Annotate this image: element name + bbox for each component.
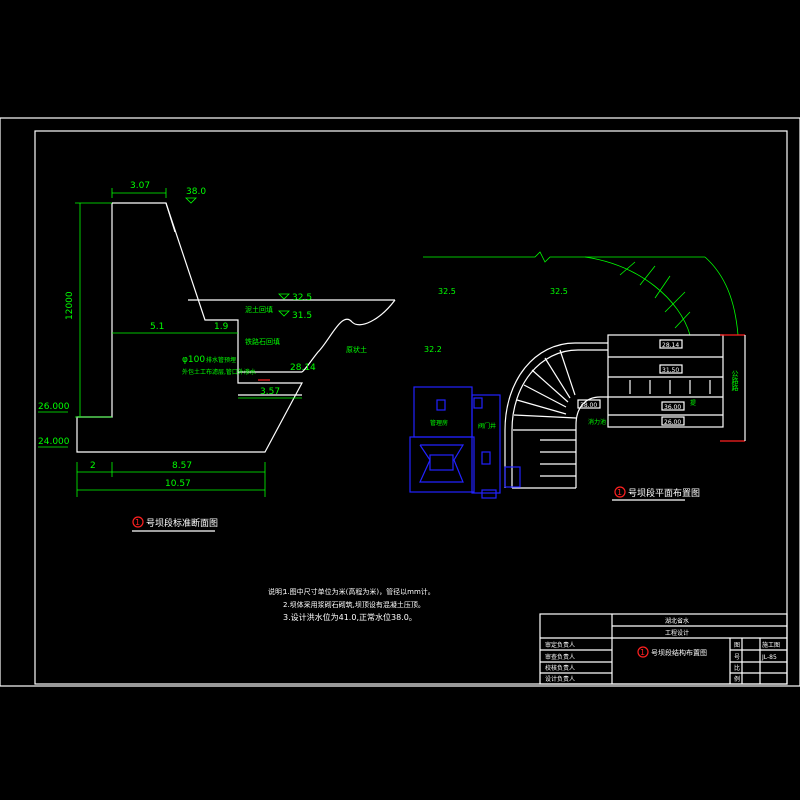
elev-upper: 32.5	[292, 293, 312, 303]
elev-left-lower: 24.000	[38, 437, 70, 447]
plan-elev-box2: 31.50	[662, 367, 679, 374]
tb-right-label-3: 例	[734, 675, 740, 683]
inner-frame	[34, 130, 788, 685]
natural-ground	[301, 299, 396, 373]
dim-top-width: 3.07	[130, 181, 150, 191]
plan-elev-1: 32.5	[438, 287, 456, 296]
tb-row2: 工程设计	[665, 629, 689, 637]
dim-height: 12000	[65, 291, 75, 320]
dim-base-total: 10.57	[165, 479, 191, 489]
note-2: 2.坝体采用浆砌石砌筑,坝顶设有混凝土压顶。	[283, 600, 425, 609]
channel-inner	[575, 396, 608, 488]
tb-right-label-1: 号	[734, 654, 740, 661]
title-block: 湖北省水 工程设计 审定负责人 审查负责人 校核负责人 设计负责人 1 号坝段结…	[539, 613, 788, 685]
plan-label-tower: 提	[690, 399, 696, 407]
tb-right-value-0: 施工图	[762, 641, 780, 649]
tb-row1: 湖北省水	[665, 617, 689, 625]
tb-left-1: 审查负责人	[545, 653, 575, 661]
plan-elev-3: 32.2	[424, 345, 442, 354]
dim-berm: 5.1	[150, 322, 164, 332]
dam-outline	[76, 202, 304, 453]
elev-mid: 31.5	[292, 311, 312, 321]
elev-crest: 38.0	[186, 187, 206, 197]
pump-house	[409, 436, 475, 493]
elev-pipe: 28.14	[290, 363, 316, 373]
elev-left-upper: 26.000	[38, 402, 70, 412]
plan-elev-2: 32.5	[550, 287, 568, 296]
house-plan	[413, 386, 473, 438]
note-3: 3.设计洪水位为41.0,正常水位38.0。	[283, 612, 417, 622]
plan-label-basin: 消力池	[588, 418, 606, 426]
tb-right-label-2: 比	[734, 664, 740, 672]
label-pipe: φ100	[182, 355, 205, 365]
tb-right-value-1: JL-85	[761, 654, 777, 661]
plan-elev-box4: 26.00	[664, 419, 681, 426]
plan-elev-box3: 38.00	[580, 402, 597, 409]
dam-plan	[607, 334, 724, 428]
section-title-num: 1	[135, 518, 140, 527]
plan-view: 28.14 31.50 36.00 26.00 38.00 提 消力池 公路路 …	[409, 251, 746, 501]
plan-label-road: 公路路	[731, 370, 739, 392]
notes: 说明： 1.图中尺寸单位为米(高程为米)，管径以mm计。 2.坝体采用浆砌石砌筑…	[268, 587, 435, 622]
plan-label-valve: 阀门井	[478, 422, 496, 430]
dam-section: 3.07 12000 5.1 1.9 3.57 2 8.57 10.57 38.…	[38, 181, 396, 532]
outer-frame	[0, 117, 800, 687]
label-fill: 泥土回填	[245, 305, 273, 314]
plan-label-house: 管理房	[430, 419, 448, 427]
notes-heading: 说明：	[268, 587, 289, 596]
slope-curve	[584, 256, 691, 336]
plan-title-num: 1	[617, 488, 622, 497]
tb-left-3: 设计负责人	[545, 675, 575, 683]
dim-base-step: 3.57	[260, 387, 280, 397]
valve-plan	[471, 394, 501, 494]
tb-right-label-0: 图	[734, 642, 740, 649]
plan-elev-box1: 28.14	[662, 342, 679, 349]
tb-drawing-num: 1	[640, 648, 645, 657]
tb-left-0: 审定负责人	[545, 641, 575, 649]
tb-left-2: 校核负责人	[545, 664, 575, 672]
dim-base-right: 8.57	[172, 461, 192, 471]
section-title: 号坝段标准断面图	[146, 517, 218, 529]
plan-elev-box5: 36.00	[664, 404, 681, 411]
label-pipe-desc2: 外包土工布滤层,管口外渗水	[182, 368, 256, 376]
tb-drawing-title: 号坝段结构布置图	[651, 648, 707, 657]
label-pipe-desc: 排水管预埋	[206, 356, 236, 364]
label-rock: 铁路石回填	[245, 337, 280, 346]
plan-boundary	[423, 251, 705, 263]
channel-outer	[504, 342, 608, 488]
note-1: 1.图中尺寸单位为米(高程为米)，管径以mm计。	[283, 587, 435, 596]
label-soil: 原状土	[346, 345, 367, 354]
dim-step: 1.9	[214, 322, 229, 332]
dim-toe: 2	[90, 461, 96, 471]
plan-title: 号坝段平面布置图	[628, 487, 700, 499]
